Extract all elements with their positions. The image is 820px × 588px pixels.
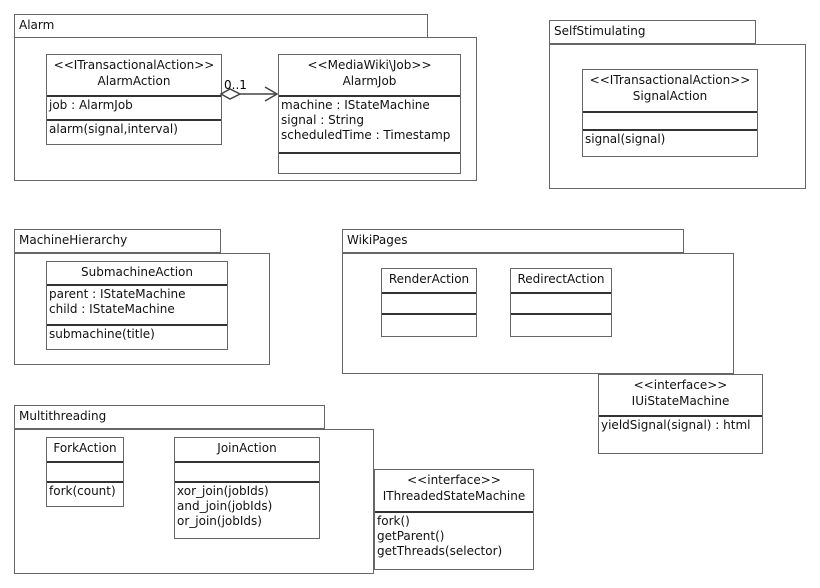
operation: xor_join(jobIds) bbox=[177, 484, 269, 498]
operation: alarm(signal,interval) bbox=[49, 122, 178, 136]
class-redirect-action[interactable]: RedirectAction bbox=[510, 268, 612, 337]
class-name: IThreadedStateMachine bbox=[382, 489, 526, 503]
package-self-stimulating-tab: SelfStimulating bbox=[549, 20, 756, 44]
attribute: scheduledTime : Timestamp bbox=[281, 128, 451, 142]
package-machine-hierarchy-tab: MachineHierarchy bbox=[14, 229, 221, 253]
attribute: parent : IStateMachine bbox=[49, 287, 186, 301]
operation: getThreads(selector) bbox=[377, 544, 503, 558]
attribute: child : IStateMachine bbox=[49, 302, 175, 316]
attributes-compartment bbox=[511, 294, 611, 315]
attribute: job : AlarmJob bbox=[49, 98, 133, 112]
arrowhead-icon bbox=[264, 86, 279, 102]
class-name: RedirectAction bbox=[517, 272, 605, 286]
operations-compartment: xor_join(jobIds)and_join(jobIds)or_join(… bbox=[175, 483, 319, 538]
attributes-compartment: job : AlarmJob bbox=[47, 97, 221, 121]
class-header: <<ITransactionalAction>> AlarmAction bbox=[47, 55, 221, 97]
class-render-action[interactable]: RenderAction bbox=[381, 268, 477, 337]
class-name: AlarmAction bbox=[97, 74, 171, 88]
operation: getParent() bbox=[377, 529, 445, 543]
operations-compartment: yieldSignal(signal) : html bbox=[599, 417, 762, 453]
interface-ithreaded-state-machine[interactable]: <<interface>> IThreadedStateMachine fork()… bbox=[374, 469, 534, 570]
operation: yieldSignal(signal) : html bbox=[601, 418, 751, 432]
package-alarm-tab: Alarm bbox=[14, 14, 428, 38]
operation: fork(count) bbox=[49, 484, 116, 498]
aggregation-diamond-icon bbox=[219, 88, 242, 100]
operation: fork() bbox=[377, 514, 410, 528]
attribute: machine : IStateMachine bbox=[281, 98, 430, 112]
class-name: SubmachineAction bbox=[81, 265, 193, 279]
class-header: <<ITransactionalAction>> SignalAction bbox=[583, 70, 757, 113]
package-wiki-pages-tab: WikiPages bbox=[342, 229, 684, 253]
operations-compartment: fork(count) bbox=[47, 483, 123, 506]
class-alarm-action[interactable]: <<ITransactionalAction>> AlarmAction job :… bbox=[46, 54, 222, 145]
class-header: JoinAction bbox=[175, 438, 319, 463]
class-join-action[interactable]: JoinAction xor_join(jobIds)and_join(jobId… bbox=[174, 437, 320, 539]
class-header: SubmachineAction bbox=[47, 262, 227, 286]
attributes-compartment bbox=[382, 294, 476, 315]
operation: and_join(jobIds) bbox=[177, 499, 273, 513]
stereotype-label: <<ITransactionalAction>> bbox=[589, 73, 751, 87]
operations-compartment: submachine(title) bbox=[47, 326, 227, 349]
class-name: JoinAction bbox=[217, 441, 277, 455]
class-signal-action[interactable]: <<ITransactionalAction>> SignalAction sign… bbox=[582, 69, 758, 157]
interface-iui-state-machine[interactable]: <<interface>> IUiStateMachine yieldSignal(… bbox=[598, 374, 763, 454]
class-header: ForkAction bbox=[47, 438, 123, 463]
operation: or_join(jobIds) bbox=[177, 514, 262, 528]
operation: submachine(title) bbox=[49, 327, 155, 341]
class-name: SignalAction bbox=[632, 89, 708, 103]
attribute: signal : String bbox=[281, 113, 364, 127]
operations-compartment: alarm(signal,interval) bbox=[47, 121, 221, 144]
operations-compartment: signal(signal) bbox=[583, 131, 757, 156]
attributes-compartment bbox=[47, 463, 123, 483]
stereotype-label: <<interface>> bbox=[407, 473, 501, 487]
package-multithreading-tab: Multithreading bbox=[14, 405, 325, 429]
operations-compartment: fork()getParent()getThreads(selector) bbox=[375, 513, 533, 569]
class-fork-action[interactable]: ForkAction fork(count) bbox=[46, 437, 124, 507]
multiplicity-label: 0..1 bbox=[224, 78, 247, 92]
class-header: <<interface>> IThreadedStateMachine bbox=[375, 470, 533, 513]
class-header: RedirectAction bbox=[511, 269, 611, 294]
class-name: IUiStateMachine bbox=[631, 394, 730, 408]
stereotype-label: <<interface>> bbox=[633, 378, 728, 392]
stereotype-label: <<MediaWiki\Job>> bbox=[307, 58, 432, 72]
attributes-compartment bbox=[583, 113, 757, 131]
class-name: AlarmJob bbox=[342, 74, 397, 88]
class-header: <<interface>> IUiStateMachine bbox=[599, 375, 762, 417]
stereotype-label: <<ITransactionalAction>> bbox=[53, 58, 215, 72]
operation: signal(signal) bbox=[585, 132, 666, 146]
class-alarm-job[interactable]: <<MediaWiki\Job>> AlarmJob machine : IStat… bbox=[278, 54, 461, 174]
attributes-compartment bbox=[175, 463, 319, 483]
class-name: ForkAction bbox=[53, 441, 117, 455]
class-name: RenderAction bbox=[388, 272, 470, 286]
class-header: RenderAction bbox=[382, 269, 476, 294]
class-header: <<MediaWiki\Job>> AlarmJob bbox=[279, 55, 460, 97]
